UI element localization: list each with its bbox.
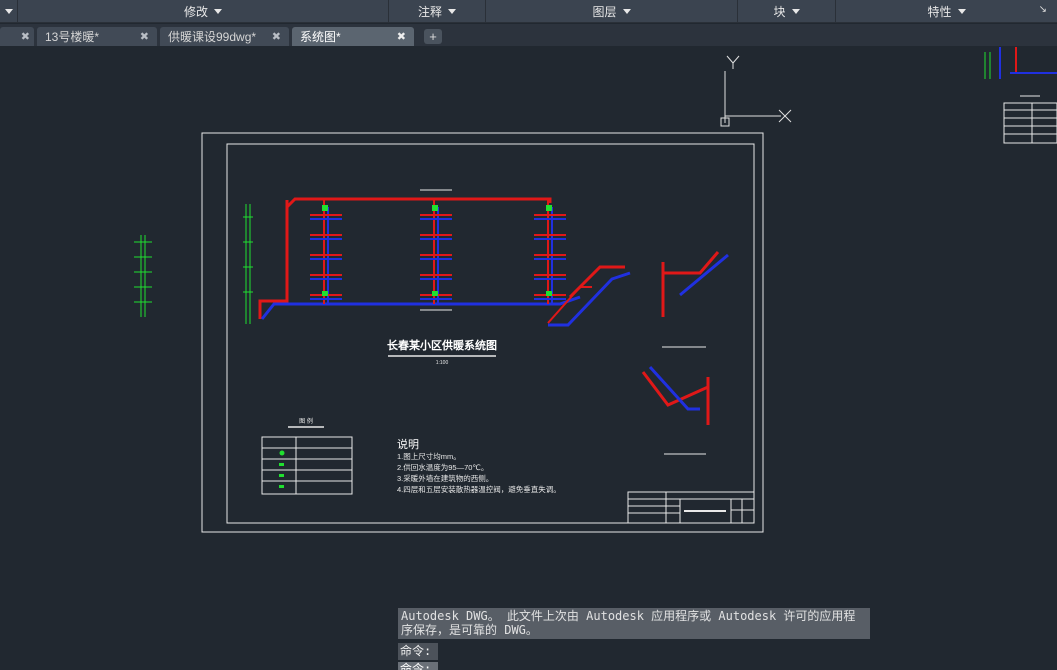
command-input[interactable]: 命令: xyxy=(398,662,438,670)
notes-title: 说明 xyxy=(397,437,419,451)
ribbon-panel-properties[interactable]: 特性 ↘ xyxy=(927,4,1047,19)
detail-isometric-3 xyxy=(641,365,710,425)
ribbon-panel-annotation[interactable]: 注释 xyxy=(389,0,486,22)
offsheet-drawing-fragment xyxy=(984,47,1057,79)
drawing-canvas[interactable]: X Y xyxy=(0,47,1057,670)
valve-symbols xyxy=(322,205,552,296)
left-riser-annotation xyxy=(243,204,253,324)
legend-symbols xyxy=(279,450,285,488)
tab-start[interactable]: ✖ xyxy=(0,27,34,46)
ribbon-panel-layers[interactable]: 图层 xyxy=(486,0,738,22)
file-tab-bar: ✖ 13号楼暖* ✖ 供暖课设99dwg* ✖ 系统图* ✖ + xyxy=(0,24,1057,46)
note-4: 4.四层和五层安装散热器温控阀，避免垂直失调。 xyxy=(397,484,561,494)
chevron-down-icon xyxy=(214,8,222,14)
chevron-down-icon xyxy=(957,8,966,14)
note-2: 2.供回水温度为95—70℃。 xyxy=(397,462,488,472)
radiator-branches xyxy=(310,214,566,300)
direction-arrows xyxy=(420,189,452,311)
far-left-riser xyxy=(134,235,152,317)
chevron-down-icon xyxy=(448,8,456,14)
new-tab-button[interactable]: + xyxy=(424,29,442,44)
command-prompt: 命令: xyxy=(398,643,438,660)
ribbon-panel-modify[interactable]: 修改 xyxy=(18,0,389,22)
chevron-down-icon xyxy=(622,8,631,14)
ribbon-panel-block[interactable]: 块 xyxy=(738,0,836,22)
ribbon-panel-bar: 修改 注释 图层 块 特性 ↘ xyxy=(0,0,1057,23)
close-icon[interactable]: ✖ xyxy=(271,31,281,43)
note-1: 1.图上尺寸均mm。 xyxy=(397,451,461,461)
ribbon-panel-draw[interactable] xyxy=(0,0,18,22)
note-3: 3.采暖外墙在建筑物的西侧。 xyxy=(397,473,493,483)
sheet-outer-frame xyxy=(201,132,764,533)
legend-table xyxy=(261,436,353,495)
close-icon[interactable]: ✖ xyxy=(139,31,149,43)
legend-title: 图 例 xyxy=(299,417,313,425)
tab-system-diagram[interactable]: 系统图* ✖ xyxy=(292,27,414,46)
close-icon[interactable]: ✖ xyxy=(20,31,30,43)
detail-isometric-2 xyxy=(661,251,729,317)
drawing-scale: 1:100 xyxy=(436,360,449,366)
ucs-icon xyxy=(720,55,792,127)
command-history: Autodesk DWG。 此文件上次由 Autodesk 应用程序或 Auto… xyxy=(398,608,870,639)
close-icon[interactable]: ✖ xyxy=(396,31,406,43)
offsheet-legend-table xyxy=(1003,95,1057,144)
tab-heating-course[interactable]: 供暖课设99dwg* ✖ xyxy=(160,27,289,46)
chevron-down-icon xyxy=(4,8,13,14)
tab-building-13[interactable]: 13号楼暖* ✖ xyxy=(37,27,157,46)
detail-isometric-1 xyxy=(547,265,631,327)
title-block xyxy=(627,491,755,524)
chevron-down-icon xyxy=(791,8,800,14)
dialog-launcher-icon[interactable]: ↘ xyxy=(1038,4,1047,15)
sheet-inner-frame xyxy=(226,143,755,524)
drawing-title: 长春某小区供暖系统图 xyxy=(387,338,497,352)
